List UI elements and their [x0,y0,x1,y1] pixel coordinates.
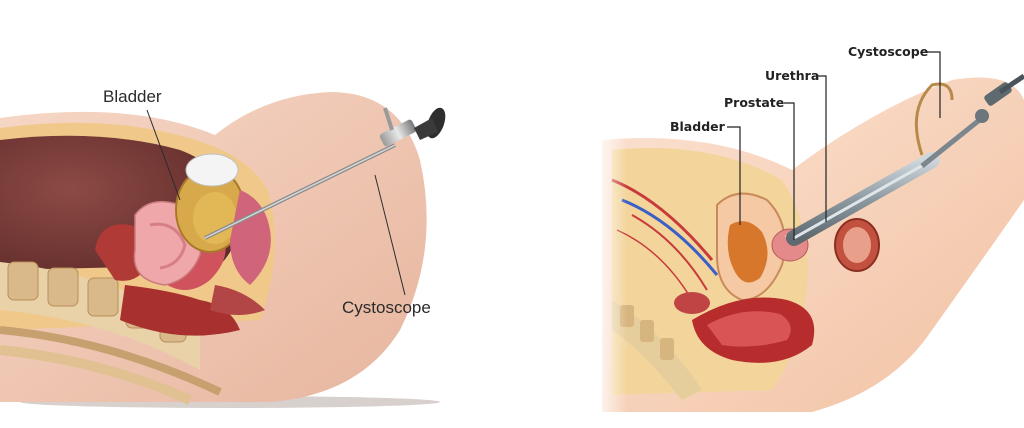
pubic-bone [185,153,239,187]
label-bladder: Bladder [670,119,726,134]
label-prostate: Prostate [724,95,784,110]
label-cystoscope: Cystoscope [342,298,431,317]
bladder-leader-line [146,109,181,201]
cystoscope-leader-line [927,51,941,118]
bladder-leader-line [727,126,741,225]
prostate-leader-line [784,102,795,240]
urethra-leader-line [816,75,827,222]
female-cystoscopy-illustration: Bladder Cystoscope [0,87,446,408]
label-cystoscope: Cystoscope [848,44,928,59]
male-cystoscopy-illustration: Cystoscope Urethra Prostate Bladder [512,0,1024,428]
female-anatomy-svg: Bladder Cystoscope [0,87,446,408]
cystoscope-leader-line [374,174,406,296]
edge-fade [592,120,732,420]
label-bladder: Bladder [103,87,162,106]
male-anatomy-svg: Cystoscope Urethra Prostate Bladder [592,44,1024,420]
cystoscope-instrument [786,73,1024,246]
cystoscope-instrument [204,107,446,240]
label-urethra: Urethra [765,68,819,83]
perineum [230,190,271,285]
